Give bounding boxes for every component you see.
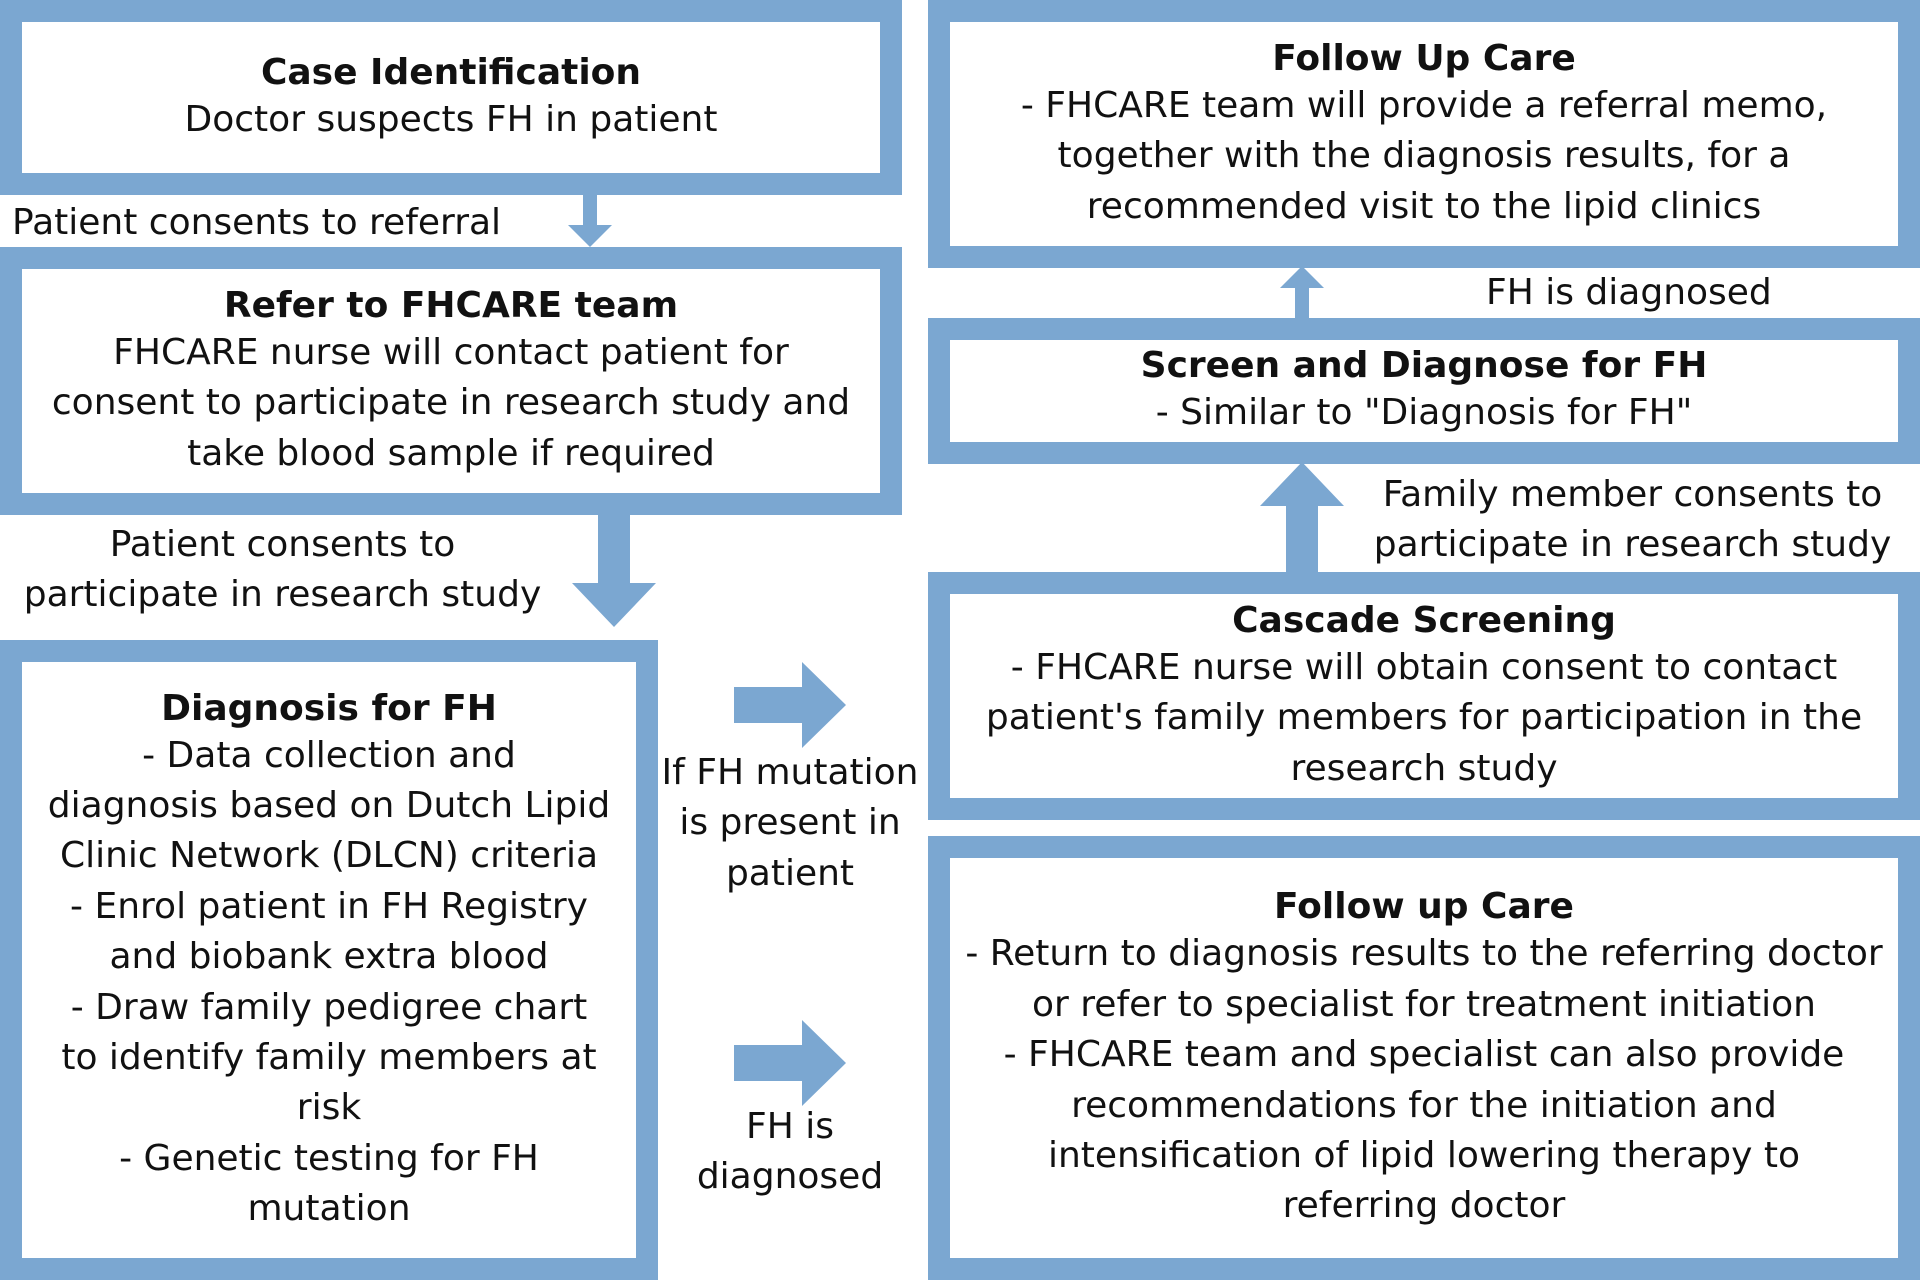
label-consents-research: Patient consents to participate in resea… [23,524,542,616]
label-fh-diagnosed-top: FH is diagnosed [1486,272,1772,313]
follow-up-care-bottom-box: Follow up Care - Return to diagnosis res… [928,836,1920,1280]
case-identification-title: Case Identification [260,51,642,93]
follow-up-care-bottom-body: - Return to diagnosis results to the ref… [965,933,1883,1227]
arrow-down-icon [568,195,612,247]
refer-fhcare-body: FHCARE nurse will contact patient for co… [51,331,851,474]
label-fh-diagnosed-bottom: FH is diagnosed [696,1106,884,1198]
screen-diagnose-box: Screen and Diagnose for FH - Similar to … [928,318,1920,464]
cascade-screening-body: - FHCARE nurse will obtain consent to co… [985,646,1863,789]
refer-fhcare-box: Refer to FHCARE team FHCARE nurse will c… [0,247,902,515]
case-identification-body: Doctor suspects FH in patient [184,98,718,140]
arrow-right-icon [734,1020,846,1106]
follow-up-care-top-body: - FHCARE team will provide a referral me… [1020,84,1828,227]
label-mutation-present: If FH mutation is present in patient [661,752,919,894]
follow-up-care-top-box: Follow Up Care - FHCARE team will provid… [928,0,1920,268]
label-family-consents: Family member consents to participate in… [1373,474,1892,566]
label-consents-referral: Patient consents to referral [12,202,502,243]
case-identification-box: Case Identification Doctor suspects FH i… [0,0,902,195]
diagnosis-fh-box: Diagnosis for FH - Data collection and d… [0,640,658,1280]
diagnosis-fh-title: Diagnosis for FH [161,687,497,729]
arrow-up-icon [1280,266,1324,320]
cascade-screening-box: Cascade Screening - FHCARE nurse will ob… [928,572,1920,820]
screen-diagnose-title: Screen and Diagnose for FH [1140,345,1708,387]
refer-fhcare-title: Refer to FHCARE team [223,284,679,326]
arrow-right-icon [734,662,846,748]
follow-up-care-bottom-title: Follow up Care [1274,886,1574,928]
cascade-screening-title: Cascade Screening [1232,599,1616,641]
arrow-up-icon [1260,462,1344,574]
diagnosis-fh-body: - Data collection and diagnosis based on… [47,734,611,1230]
follow-up-care-top-title: Follow Up Care [1272,37,1576,79]
arrow-down-icon [572,515,656,627]
screen-diagnose-body: - Similar to "Diagnosis for FH" [1155,392,1693,434]
